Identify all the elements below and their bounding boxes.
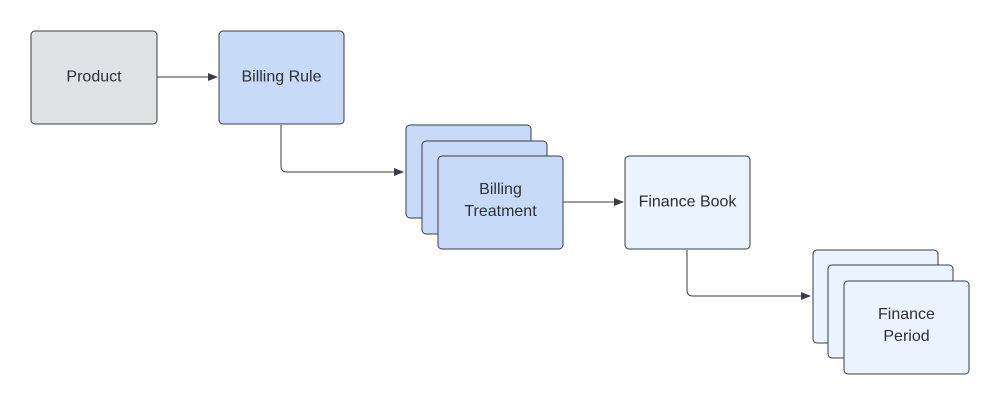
node-finance-book-label: Finance Book <box>639 194 738 211</box>
node-finance-book[interactable]: Finance Book <box>624 155 751 250</box>
node-finance-period-box <box>843 280 970 375</box>
node-product-box <box>30 30 158 125</box>
node-billing-rule[interactable]: Billing Rule <box>218 30 345 125</box>
node-billing-treatment-box <box>437 155 564 250</box>
node-billing-treatment-label-line1: Billing <box>479 181 522 198</box>
connector-billing-rule-to-billing-treatment <box>280 125 404 176</box>
node-billing-rule-label: Billing Rule <box>241 69 321 86</box>
node-billing-treatment-label-line2: Treatment <box>464 203 537 220</box>
node-finance-book-box <box>624 155 751 250</box>
node-product[interactable]: Product <box>30 30 158 125</box>
node-finance-period-label-line2: Period <box>883 328 929 345</box>
node-finance-period-label-line1: Finance <box>878 306 935 323</box>
node-billing-rule-box <box>218 30 345 125</box>
node-product-label: Product <box>66 69 122 86</box>
node-finance-period[interactable]: Finance Period <box>812 249 970 375</box>
connector-finance-book-to-finance-period <box>686 250 811 300</box>
node-billing-treatment[interactable]: Billing Treatment <box>405 124 564 250</box>
